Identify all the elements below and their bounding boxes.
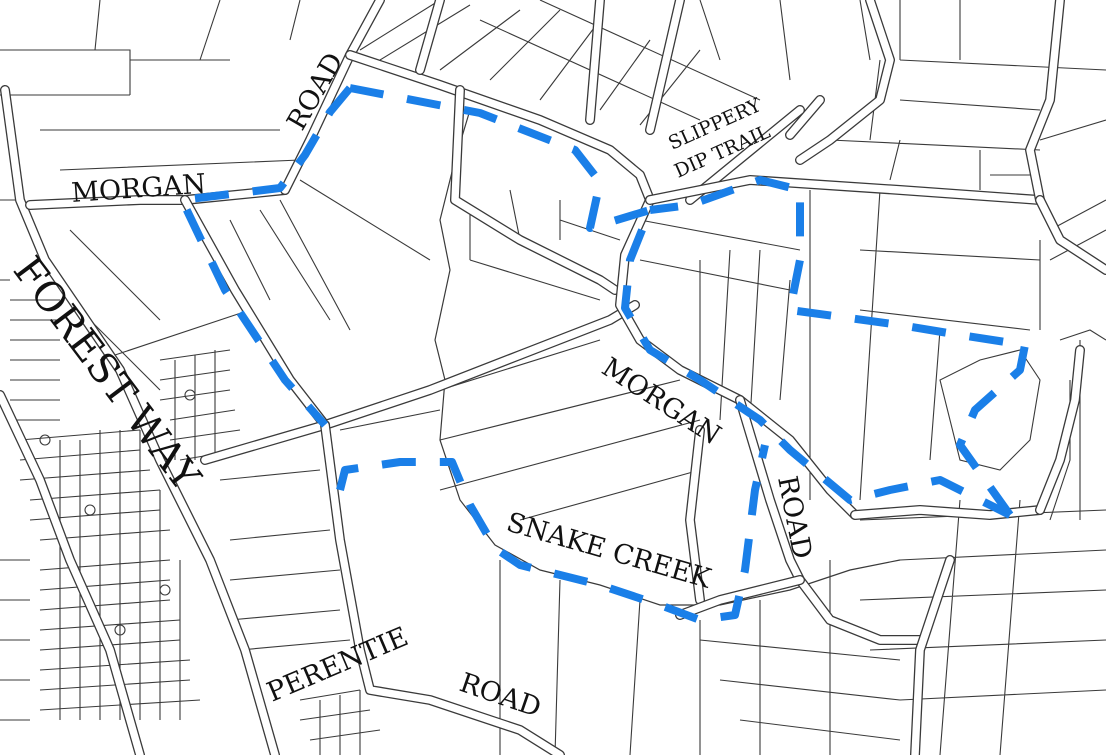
route-south	[336, 444, 769, 624]
label-road-north: ROAD	[281, 48, 350, 136]
route-loop-north	[178, 85, 354, 428]
residential-subdivision	[0, 299, 381, 755]
label-snake-creek: SNAKE CREEK	[503, 507, 715, 595]
label-morgan-east: MORGAN	[596, 352, 726, 451]
walking-route	[178, 84, 1029, 624]
route-east-spur	[649, 176, 1029, 518]
route-loop-west	[349, 84, 1012, 519]
